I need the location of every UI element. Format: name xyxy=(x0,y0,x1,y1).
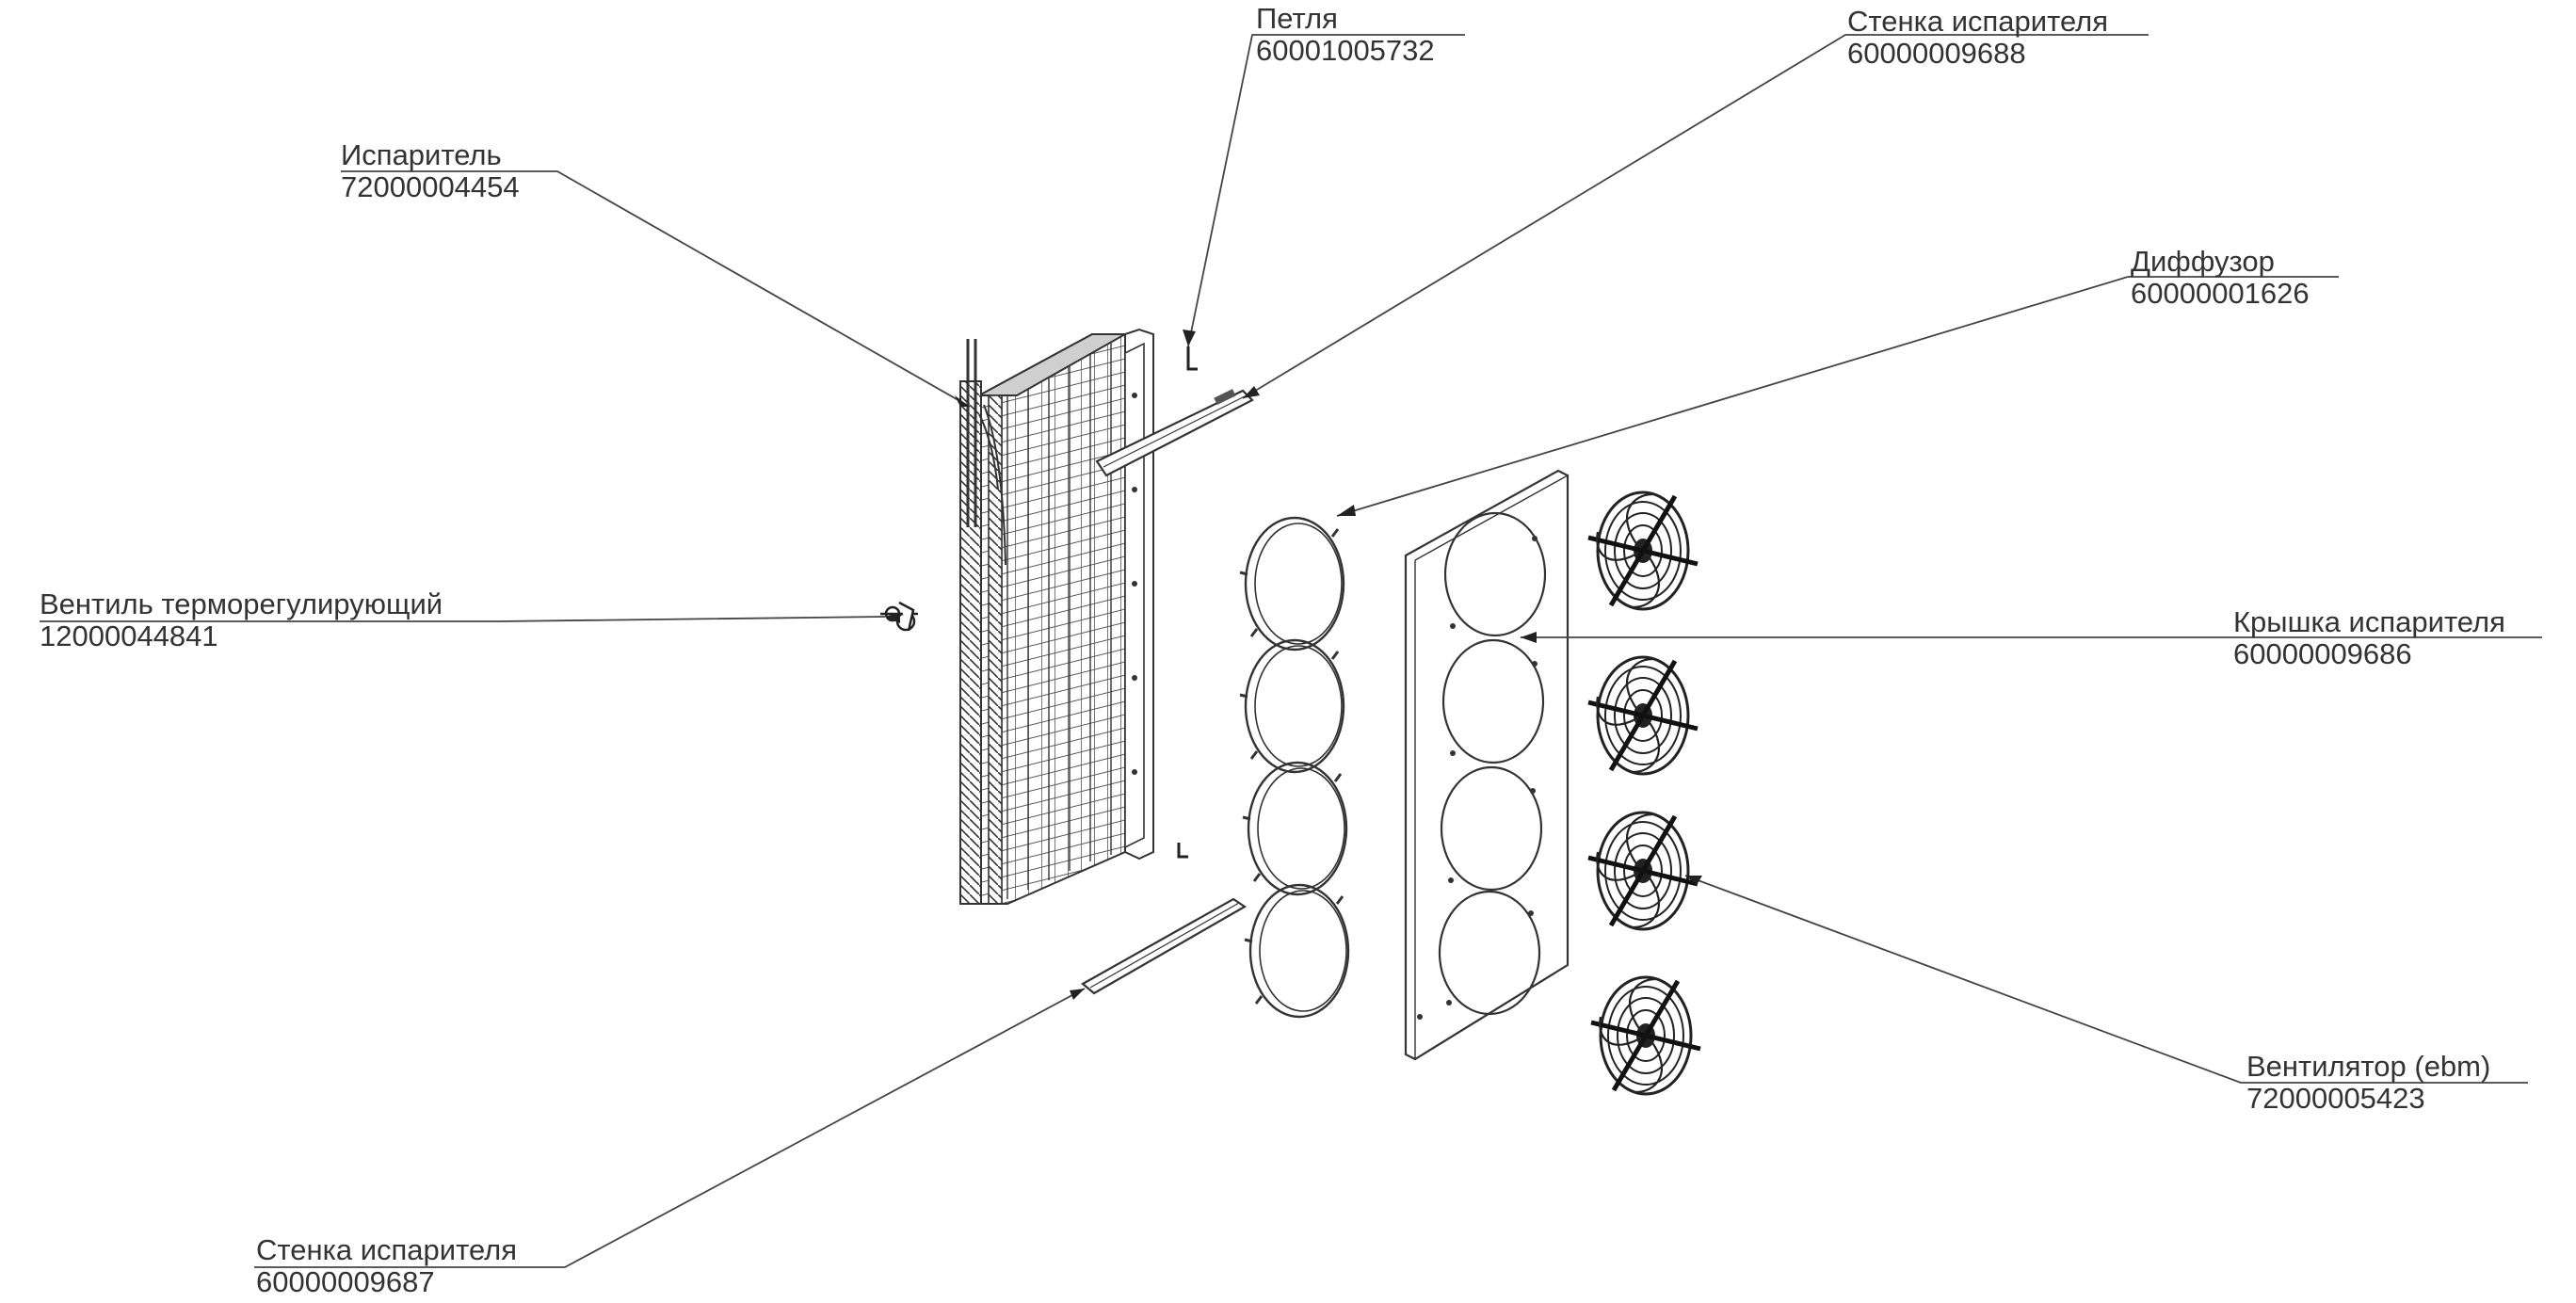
callout-title: Вентиль терморегулирующий xyxy=(40,587,443,620)
diffuser-rings xyxy=(1238,516,1350,1019)
callout-title: Стенка испарителя xyxy=(256,1233,518,1266)
evaporator-wall-bottom xyxy=(1081,897,1248,995)
callout-part-number: 60000009688 xyxy=(1847,37,2026,70)
callout-title: Вентилятор (ebm) xyxy=(2246,1050,2491,1083)
leader-arrowheads xyxy=(885,330,1702,1000)
callout-part-number: 12000044841 xyxy=(40,619,218,652)
callout-part-number: 60001005732 xyxy=(1256,34,1435,67)
leader-lines xyxy=(40,34,2542,1268)
callout-title: Диффузор xyxy=(2131,245,2275,278)
callout-isparitel: Испаритель 72000004454 xyxy=(341,139,520,203)
callout-part-number: 60000001626 xyxy=(2131,277,2310,310)
callout-petlya: Петля 60001005732 xyxy=(1256,3,1435,67)
callout-stenka-top: Стенка испарителя 60000009688 xyxy=(1847,6,2108,70)
callout-diffuzor: Диффузор 60000001626 xyxy=(2131,246,2310,310)
evaporator-cover-panel xyxy=(1404,469,1570,1061)
callout-stenka-bottom: Стенка испарителя 60000009687 xyxy=(256,1234,517,1298)
callout-ventil: Вентиль терморегулирующий 12000044841 xyxy=(40,588,443,652)
callout-part-number: 60000009686 xyxy=(2233,637,2412,670)
callout-title: Испаритель xyxy=(341,138,502,171)
hinge-part xyxy=(1177,346,1198,859)
callout-part-number: 72000004454 xyxy=(341,170,520,203)
callout-title: Петля xyxy=(1256,2,1338,35)
evaporator-coil xyxy=(959,328,1154,905)
callout-title: Крышка испарителя xyxy=(2233,605,2505,638)
callout-part-number: 72000005423 xyxy=(2246,1082,2425,1115)
callout-kryshka: Крышка испарителя 60000009686 xyxy=(2233,606,2505,670)
fans xyxy=(1588,492,1700,1094)
callout-ventilyator: Вентилятор (ebm) 72000005423 xyxy=(2246,1051,2490,1115)
callout-part-number: 60000009687 xyxy=(256,1265,435,1298)
evaporator-wall-top xyxy=(1095,389,1254,477)
callout-title: Стенка испарителя xyxy=(1847,5,2109,38)
